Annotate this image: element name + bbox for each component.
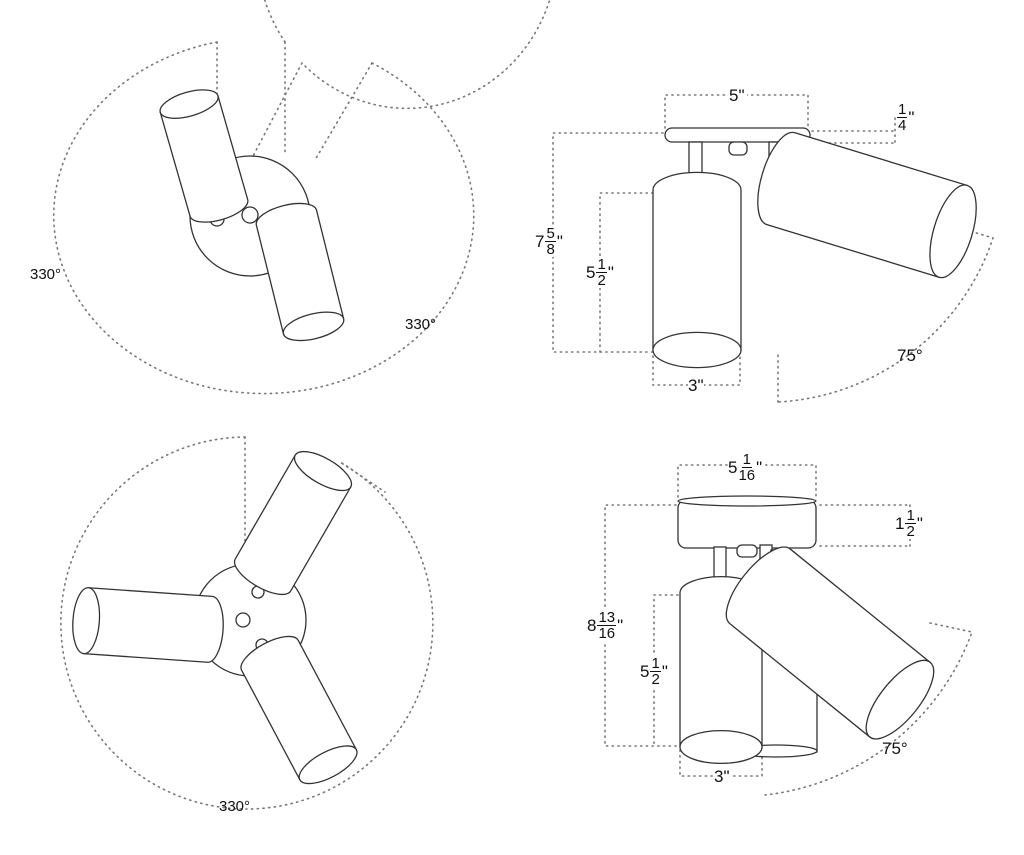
shade-lens (159, 89, 219, 119)
lamp-shade (255, 202, 345, 342)
shade-body (83, 587, 224, 663)
numerator: 13 (597, 609, 617, 626)
denominator: 4 (898, 117, 907, 134)
dim-line-shade-diameter (652, 355, 741, 386)
lamp-shade (233, 450, 353, 596)
lamp-shades (72, 89, 977, 785)
dim-line-shade-height (653, 594, 679, 747)
rotation-arc (60, 436, 434, 810)
unit: " (908, 108, 915, 127)
tilt-angle-label: 75° (897, 346, 923, 365)
numerator: 1 (596, 256, 607, 273)
rotation-label: 330° (219, 798, 251, 815)
rotation-label-right: 330° (405, 316, 437, 333)
numerator: 5 (545, 225, 556, 242)
shade-lens (865, 659, 935, 740)
shade-body (240, 635, 358, 781)
denominator: 2 (651, 671, 660, 688)
denominator: 2 (906, 523, 915, 540)
lamp-shade (725, 546, 935, 740)
dim-line-overall-height (552, 132, 664, 353)
rotation-arc-outer (53, 41, 475, 395)
dim-line-shade-diameter (679, 749, 763, 777)
whole: 7 (535, 232, 545, 251)
lamp-shade (72, 587, 224, 663)
shade-body (159, 95, 249, 223)
lamp-shade (159, 89, 249, 223)
unit: " (607, 263, 614, 282)
lamp-shade (240, 635, 358, 785)
rotation-guide-lines (216, 41, 373, 161)
lamp-shade (757, 131, 977, 279)
tilt-arc (764, 622, 974, 796)
center-knob (736, 544, 758, 558)
shade-lens (652, 331, 742, 369)
shade-lens (679, 729, 763, 765)
unit: " (617, 616, 624, 635)
denominator: 16 (598, 625, 616, 642)
shade-lens (282, 311, 345, 342)
dim-line-overall-height (604, 504, 679, 747)
rotation-label-left: 330° (30, 266, 62, 283)
shade-lens (929, 184, 977, 279)
numerator: 1 (905, 507, 916, 524)
shade-body (652, 171, 742, 351)
unit: " (556, 232, 563, 251)
dim-line-canopy-height (811, 117, 896, 146)
tilt-angle-label: 75° (882, 739, 908, 758)
denominator: 8 (546, 241, 555, 258)
shade-diameter-label: 3" (714, 767, 730, 786)
shade-body (725, 546, 932, 738)
whole: 8 (587, 616, 597, 635)
mount-hole (235, 612, 251, 628)
numerator: 1 (650, 655, 661, 672)
unit: " (756, 458, 763, 477)
unit: " (661, 662, 668, 681)
shade-diameter-label: 3" (688, 376, 704, 395)
whole: 5 (586, 263, 596, 282)
whole: 5 (728, 458, 738, 477)
numerator: 1 (897, 101, 908, 118)
rotation-arc-inner (264, 0, 551, 110)
denominator: 2 (597, 272, 606, 289)
mount-hole (241, 206, 259, 224)
canopy-width-label: 5" (727, 86, 747, 105)
whole: 1 (895, 514, 905, 533)
lamp-shade (652, 171, 742, 369)
center-knob (728, 141, 748, 156)
denominator: 16 (738, 467, 756, 484)
tilt-arc (777, 227, 995, 403)
dim-line-shade-height (599, 192, 654, 353)
shade-body (757, 131, 968, 279)
canopy (677, 499, 817, 549)
shade-lens (72, 587, 101, 655)
shade-body (233, 454, 352, 596)
canopy-top (677, 495, 817, 507)
numerator: 1 (741, 451, 752, 468)
unit: " (916, 514, 923, 533)
shade-lens (293, 450, 353, 492)
shade-body (255, 202, 345, 335)
shade-lens (298, 745, 358, 785)
whole: 5 (640, 662, 650, 681)
